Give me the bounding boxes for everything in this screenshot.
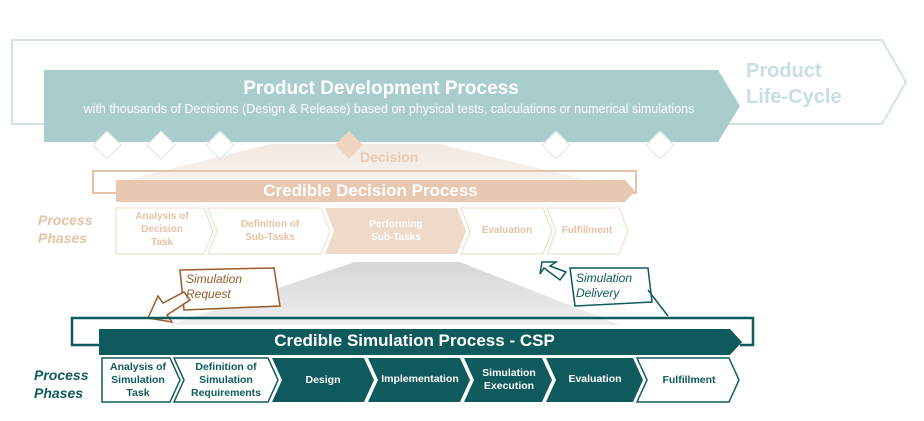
cdp-header-arrow xyxy=(116,180,635,202)
simulation-delivery-tail xyxy=(647,289,669,317)
csp-phase-text: Simulation xyxy=(199,374,253,386)
simulation-delivery-text: Delivery xyxy=(576,286,620,300)
decision-marker xyxy=(541,130,571,160)
csp-phase-chevrons xyxy=(101,357,740,403)
csp-phase-text: Task xyxy=(126,387,150,399)
lifecycle-label-line1: Product xyxy=(746,60,822,82)
cdp-phase-fulfillment: Fulfillment xyxy=(552,225,622,236)
pdp-title: Product Development Process xyxy=(243,78,519,99)
csp-phase-text: Simulation xyxy=(111,374,165,386)
cdp-phase-chevrons xyxy=(115,207,629,255)
csp-phase-text: Definition of xyxy=(195,361,257,373)
decision-marker xyxy=(146,130,176,160)
cdp-phase-analysis: Analysis of Decision Task xyxy=(118,210,206,249)
cdp-phases-label-line2: Phases xyxy=(38,230,88,246)
csp-phase-text: Evaluation xyxy=(568,373,622,385)
simulation-request-text: Simulation xyxy=(186,272,243,286)
decision-funnel xyxy=(118,144,595,182)
csp-phases-label-line2: Phases xyxy=(34,385,84,401)
csp-phase-text: Execution xyxy=(483,380,535,392)
cdp-phase-text: Fulfillment xyxy=(561,225,613,236)
simulation-delivery-label: Simulation Delivery xyxy=(576,271,650,301)
decision-marker-selected xyxy=(335,131,363,159)
decision-marker xyxy=(205,130,235,160)
csp-phase-text: Fulfillment xyxy=(662,374,716,386)
csp-phases-label-line1: Process xyxy=(34,367,89,383)
csp-phase-text: Simulation xyxy=(482,367,536,379)
cdp-phase-definition: Definition of Sub-Tasks xyxy=(216,218,324,244)
lifecycle-label: Product Life-Cycle xyxy=(746,58,866,110)
pdp-arrow xyxy=(44,70,740,142)
csp-phase-evaluation: Evaluation xyxy=(552,373,638,385)
cdp-phase-text: Decision xyxy=(141,224,183,235)
cdp-phase-text: Evaluation xyxy=(481,225,533,236)
csp-phase-definition: Definition of Simulation Requirements xyxy=(180,361,272,400)
simulation-request-label: Simulation Request xyxy=(186,272,276,302)
csp-phase-text: Design xyxy=(305,374,341,386)
cdp-phase-evaluation: Evaluation xyxy=(468,225,546,236)
csp-phase-execution: Simulation Execution xyxy=(470,367,548,393)
cdp-phases-label: Process Phases xyxy=(38,211,108,247)
decision-marker xyxy=(645,130,675,160)
csp-header-arrow xyxy=(99,329,742,355)
cdp-phase-text: Sub-Tasks xyxy=(371,232,421,243)
csp-title: Credible Simulation Process - CSP xyxy=(274,331,555,350)
cdp-title: Credible Decision Process xyxy=(263,181,478,200)
csp-phases-label: Process Phases xyxy=(34,366,100,402)
csp-phase-implementation: Implementation xyxy=(374,373,466,385)
simulation-delivery-note xyxy=(569,267,653,307)
simulation-request-arrow xyxy=(146,291,192,324)
cdp-phase-text: Sub-Tasks xyxy=(245,232,295,243)
csp-frame xyxy=(70,316,755,347)
cdp-phase-text: Performing xyxy=(369,219,423,230)
cdp-phase-performing: Performing Sub-Tasks xyxy=(334,218,458,244)
decision-label: Decision xyxy=(360,149,419,165)
cdp-phase-text: Analysis of xyxy=(135,211,189,222)
csp-phase-text: Analysis of xyxy=(109,361,167,373)
csp-phase-fulfillment: Fulfillment xyxy=(644,374,734,386)
cdp-phase-text: Task xyxy=(150,237,174,248)
pdp-subtitle: with thousands of Decisions (Design & Re… xyxy=(83,102,695,116)
lifecycle-label-line2: Life-Cycle xyxy=(746,86,842,108)
cdp-phase-text: Definition of xyxy=(240,219,300,230)
simulation-delivery-arrow xyxy=(539,261,568,282)
csp-phase-design: Design xyxy=(278,374,368,386)
simulation-request-text: Request xyxy=(186,287,231,301)
simulation-funnel xyxy=(170,262,620,325)
simulation-delivery-text: Simulation xyxy=(576,271,633,285)
cdp-phases-label-line1: Process xyxy=(38,212,93,228)
decision-marker xyxy=(92,130,122,160)
csp-phase-text: Requirements xyxy=(190,387,262,399)
csp-phase-analysis: Analysis of Simulation Task xyxy=(102,361,174,400)
csp-phase-text: Implementation xyxy=(381,373,459,385)
